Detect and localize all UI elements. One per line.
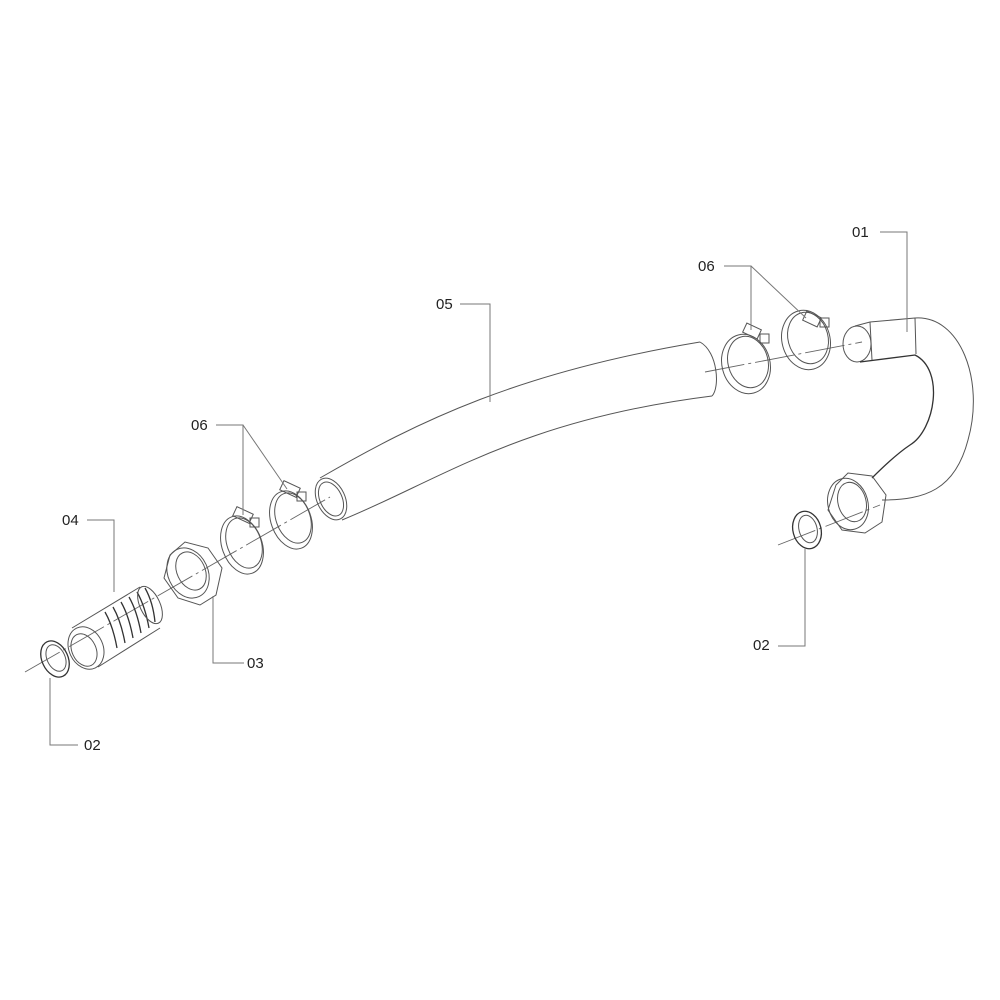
leader-06-left (216, 424, 288, 515)
callout-01: 01 (852, 224, 869, 241)
nut-part-03 (163, 541, 223, 606)
callout-02-right: 02 (753, 637, 770, 654)
hose-part-05 (314, 341, 717, 521)
axis-line-right (704, 341, 863, 373)
leader-06-right (724, 265, 807, 330)
washer-right-part-02 (791, 510, 823, 550)
leader-03 (212, 596, 244, 664)
callout-06-right: 06 (698, 258, 715, 275)
callout-03: 03 (247, 655, 264, 672)
callout-04: 04 (62, 512, 79, 529)
clamp-left-2 (269, 480, 313, 550)
callout-02-left: 02 (84, 737, 101, 754)
leader-04 (87, 519, 115, 592)
washer-left-part-02 (40, 640, 70, 678)
callout-05: 05 (436, 296, 453, 313)
leader-05 (460, 303, 491, 402)
leader-02-left (49, 678, 78, 746)
hose-assembly-part-01 (827, 317, 974, 534)
clamp-right-2 (781, 309, 831, 371)
threaded-fitting-part-04 (67, 585, 163, 670)
leader-02-right (778, 549, 806, 647)
clamp-left-1 (220, 506, 264, 575)
clamp-right-1 (721, 322, 771, 395)
leader-01 (880, 231, 908, 332)
axis-line-left (24, 496, 331, 673)
callout-06-left: 06 (191, 417, 208, 434)
